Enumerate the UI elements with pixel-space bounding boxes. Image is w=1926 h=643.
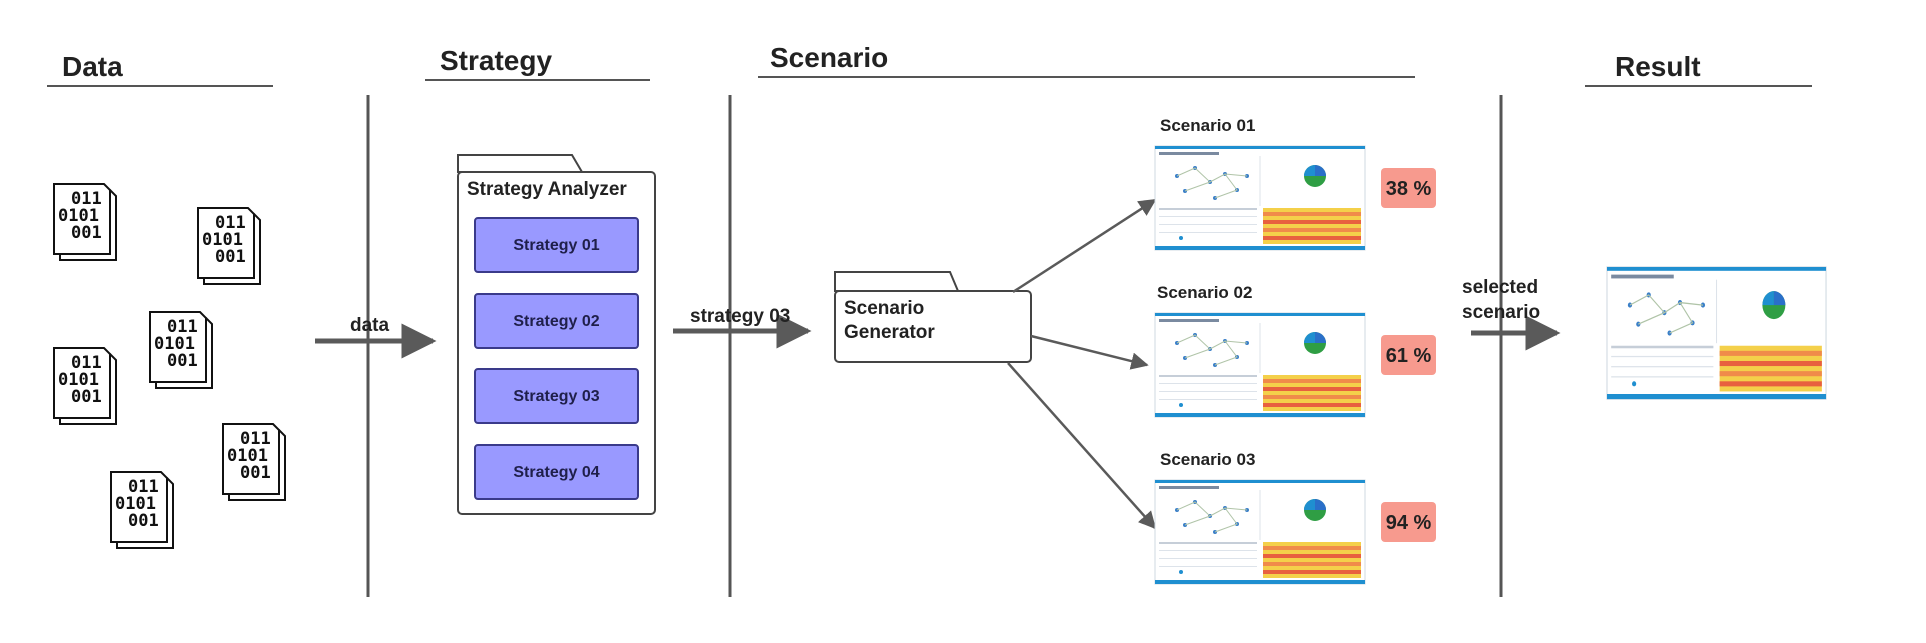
strategy-box-4	[474, 444, 639, 500]
binary-file-line: 001	[167, 351, 198, 371]
scenario-score-badge-1	[1381, 168, 1436, 208]
binary-file-line: 0101	[202, 230, 243, 250]
scenario-score-2: 61 %	[1386, 345, 1432, 367]
strategy-label-2: Strategy 02	[513, 313, 599, 330]
binary-file-line: 011	[240, 429, 271, 449]
scenario-name-2: Scenario 02	[1157, 283, 1252, 302]
binary-file-line: 001	[215, 247, 246, 267]
branch-arrow-scenario-01	[1012, 198, 1157, 294]
scenario-dashboard-image-3	[1154, 479, 1366, 585]
scenario-generator-line2: Generator	[844, 322, 935, 343]
arrow-selected-label-2: scenario	[1462, 302, 1540, 323]
binary-file-line: 0101	[58, 370, 99, 390]
scenario-name-3: Scenario 03	[1160, 450, 1255, 469]
strategy-label-3: Strategy 03	[513, 388, 599, 405]
binary-file-line: 0101	[227, 446, 268, 466]
binary-file-line: 001	[240, 463, 271, 483]
binary-file-line: 011	[128, 477, 159, 497]
binary-file-line: 0101	[154, 334, 195, 354]
binary-file-line: 011	[71, 353, 102, 373]
scenario-generator-line1: Scenario	[844, 298, 924, 319]
binary-file-line: 011	[71, 189, 102, 209]
branch-arrow-scenario-02	[1030, 334, 1149, 370]
binary-file-line: 0101	[58, 206, 99, 226]
scenario-score-badge-2	[1381, 335, 1436, 375]
section-title-scenario: Scenario	[770, 42, 888, 73]
strategy-box-1	[474, 217, 639, 273]
arrow-data-label: data	[350, 315, 390, 336]
strategy-analyzer-title: Strategy Analyzer	[467, 179, 627, 200]
scenario-generator-folder	[834, 271, 1032, 363]
scenario-dashboard-image-1	[1154, 145, 1366, 251]
result-dashboard-image	[1606, 266, 1827, 400]
scenario-score-1: 38 %	[1386, 178, 1432, 200]
section-title-result: Result	[1615, 51, 1701, 82]
branch-arrow-scenario-03	[1007, 362, 1157, 530]
strategy-label-4: Strategy 04	[513, 464, 599, 481]
binary-file-line: 001	[71, 223, 102, 243]
scenario-score-badge-3	[1381, 502, 1436, 542]
binary-file-line: 001	[128, 511, 159, 531]
strategy-box-2	[474, 293, 639, 349]
binary-file-line: 011	[215, 213, 246, 233]
arrow-strategy-label: strategy 03	[690, 306, 790, 327]
strategy-label-1: Strategy 01	[513, 237, 599, 254]
binary-file-line: 0101	[115, 494, 156, 514]
section-title-strategy: Strategy	[440, 45, 552, 76]
scenario-dashboard-image-2	[1154, 312, 1366, 418]
binary-file-line: 011	[167, 317, 198, 337]
scenario-name-1: Scenario 01	[1160, 116, 1255, 135]
strategy-box-3	[474, 368, 639, 424]
scenario-score-3: 94 %	[1386, 512, 1432, 534]
binary-file-line: 001	[71, 387, 102, 407]
arrow-selected-label-1: selected	[1462, 277, 1538, 298]
section-title-data: Data	[62, 51, 123, 82]
